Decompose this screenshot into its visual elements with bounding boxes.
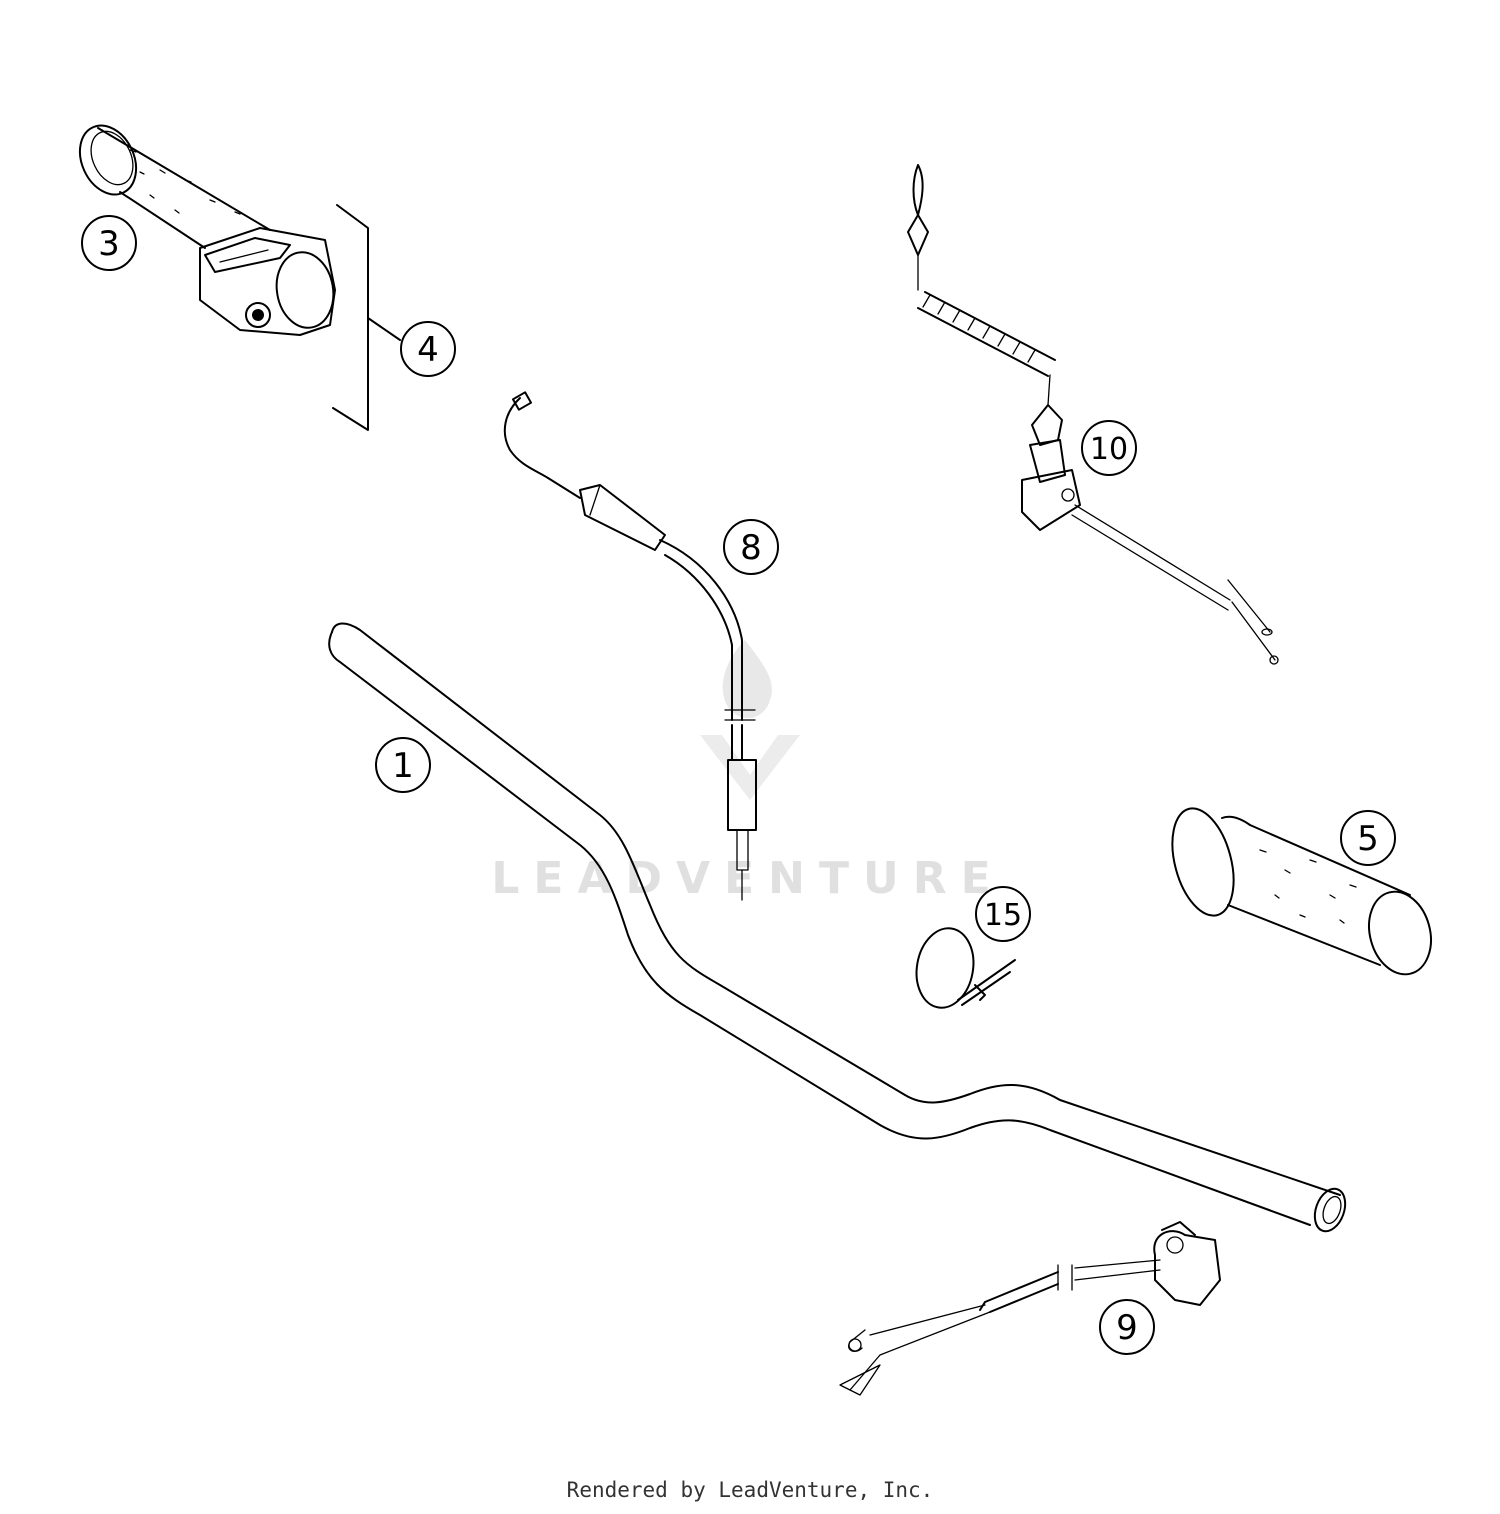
throttle-assembly-drawing [78,124,336,336]
grip-drawing [1171,807,1432,976]
throttle-cable-drawing [503,391,757,901]
callout-9: 9 [1099,1299,1155,1355]
callout-1: 1 [375,737,431,793]
callout-5-label: 5 [1357,819,1379,859]
tether-switch-drawing [907,164,1279,665]
callout-10: 10 [1081,420,1137,476]
watermark-text: LEADVENTURE [491,853,1004,904]
footer-credit: Rendered by LeadVenture, Inc. [566,1478,934,1502]
callout-3: 3 [81,215,137,271]
kill-switch-drawing [839,1221,1221,1396]
callout-15-label: 15 [984,898,1022,933]
callout-8-label: 8 [740,528,762,568]
watermark: LEADVENTURE [491,640,1004,904]
handlebar-drawing [328,622,1347,1233]
callout-1-label: 1 [392,746,414,786]
watermark-logo-icon [700,640,800,800]
callout-3-label: 3 [98,224,120,264]
callout-9-label: 9 [1116,1308,1138,1348]
callout-10-label: 10 [1090,432,1128,467]
callout-5: 5 [1340,810,1396,866]
callout-8: 8 [723,519,779,575]
callout-15: 15 [975,886,1031,942]
group-bracket-4 [332,204,401,431]
callout-4: 4 [400,321,456,377]
cable-tie-drawing [915,927,1016,1009]
callout-4-label: 4 [417,330,439,370]
